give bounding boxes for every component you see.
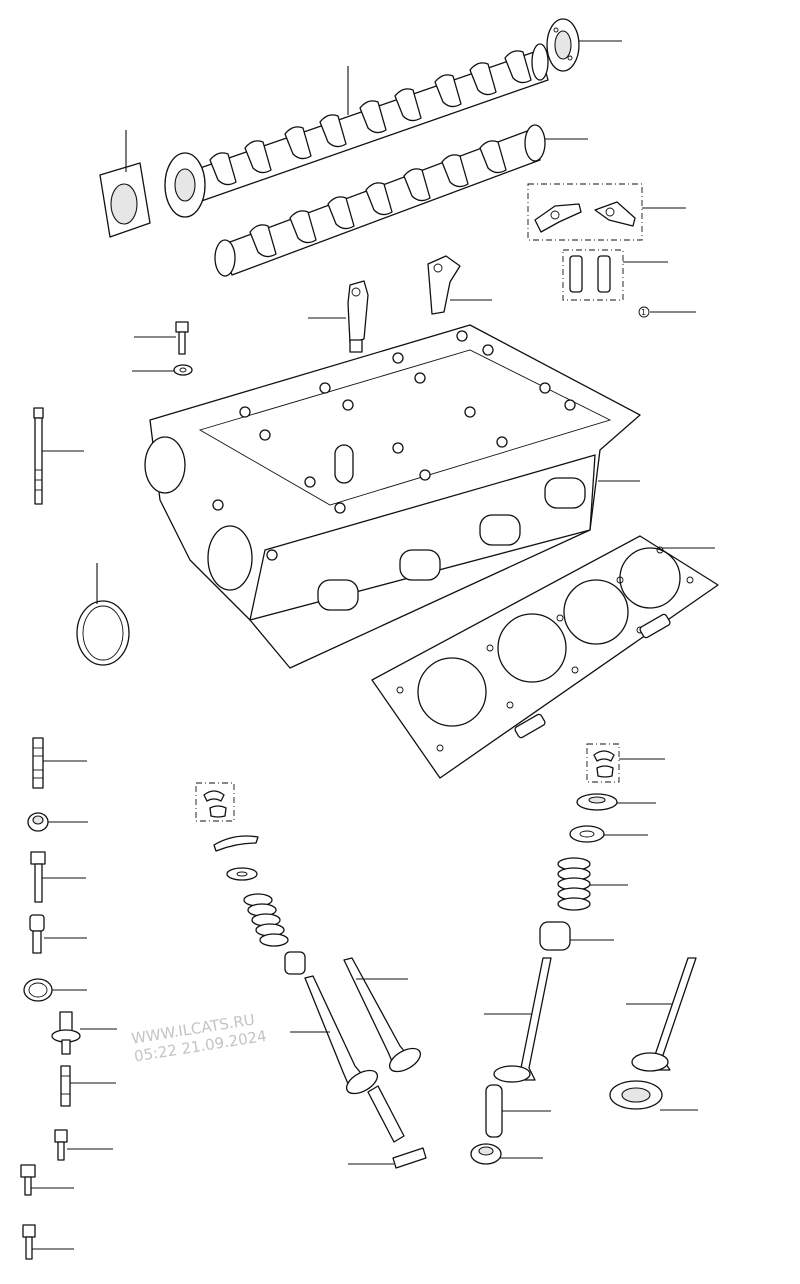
valve-guide-left[interactable] [367, 1085, 405, 1143]
svg-text:1: 1 [641, 308, 646, 317]
intake-camshaft[interactable] [164, 43, 549, 218]
hex-bolt[interactable] [30, 851, 86, 903]
exhaust-valve-right[interactable] [626, 957, 697, 1072]
cylinder-head[interactable] [144, 324, 641, 669]
banjo-bolt[interactable] [51, 1011, 117, 1055]
o-ring[interactable] [23, 978, 87, 1002]
valve-spring-seat-exhaust[interactable] [569, 825, 648, 843]
exhaust-cam-lobes [249, 140, 507, 258]
flange-bolt-long[interactable] [22, 1224, 74, 1260]
socket-bolt[interactable] [29, 914, 87, 954]
valve-spring-retainer-exhaust[interactable] [576, 793, 656, 811]
washer[interactable] [132, 364, 193, 376]
stud[interactable] [32, 737, 87, 789]
valve-stem-seal-intake[interactable] [284, 951, 306, 975]
camshaft-end-ring[interactable] [99, 130, 151, 238]
valve-stem-seal-exhaust[interactable] [539, 921, 614, 951]
lifting-eye-front[interactable] [427, 255, 492, 315]
circled-callout[interactable]: 1 [638, 306, 696, 318]
valve-seat-right[interactable] [609, 1080, 698, 1111]
valve-spring-exhaust[interactable] [557, 857, 628, 911]
intake-valve-right[interactable] [484, 957, 552, 1083]
valve-spring-retainer-intake[interactable] [213, 835, 259, 852]
valve-keepers-intake[interactable] [195, 782, 235, 822]
valve-spring-intake[interactable] [243, 893, 289, 947]
valve-guide-right[interactable] [485, 1084, 551, 1138]
camshaft-seal[interactable] [546, 18, 622, 72]
valve-seat-insert-left[interactable] [348, 1147, 427, 1169]
exhaust-camshaft[interactable] [214, 124, 588, 277]
lifting-eye-rear[interactable] [308, 280, 369, 353]
cylinder-head-bolt[interactable] [33, 407, 84, 505]
flange-bolt-short[interactable] [20, 1164, 74, 1196]
sealing-ring[interactable] [76, 563, 130, 666]
small-flange-bolt[interactable] [54, 1129, 113, 1161]
head-ports [144, 436, 586, 611]
hydraulic-lifters[interactable] [562, 249, 668, 301]
flange-bolt[interactable] [134, 321, 189, 355]
valve-seat-insert-right[interactable] [470, 1143, 543, 1165]
plug[interactable] [27, 812, 88, 832]
rocker-arm-pair[interactable] [527, 183, 686, 241]
cylinder-head-gasket[interactable] [371, 535, 719, 779]
intake-cam-lobes [209, 50, 532, 186]
threaded-pin[interactable] [60, 1065, 116, 1107]
valve-keepers-exhaust[interactable] [586, 743, 665, 783]
intake-valve-left[interactable] [290, 975, 381, 1098]
exhaust-valve-left[interactable] [343, 957, 424, 1076]
valve-spring-seat-intake[interactable] [226, 867, 258, 881]
head-bolt-bosses [212, 330, 576, 561]
